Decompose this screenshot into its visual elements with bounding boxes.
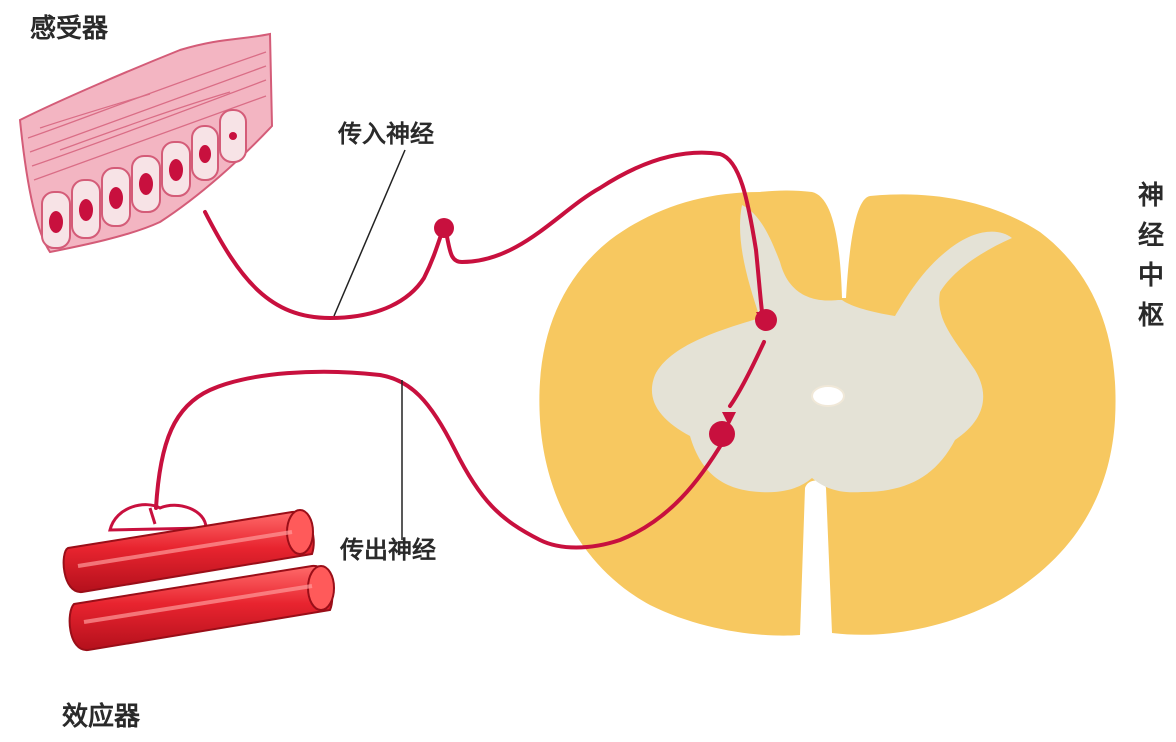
motor-neuron-body xyxy=(709,421,735,447)
interneuron-body xyxy=(755,309,777,331)
effector-label: 效应器 xyxy=(62,704,140,730)
nerve-center-label: 神经中枢 xyxy=(1138,176,1166,336)
sensory-ganglion xyxy=(434,218,454,238)
afferent-pointer-line xyxy=(334,150,405,316)
central-canal xyxy=(812,386,844,406)
receptor-label: 感受器 xyxy=(30,16,108,42)
nerve-ending xyxy=(110,505,206,530)
effector-muscle xyxy=(64,505,334,650)
afferent-nerve-label: 传入神经 xyxy=(338,122,434,146)
spinal-cord xyxy=(539,191,1115,636)
receptor-skin xyxy=(20,34,272,252)
efferent-nerve-label: 传出神经 xyxy=(340,538,436,562)
